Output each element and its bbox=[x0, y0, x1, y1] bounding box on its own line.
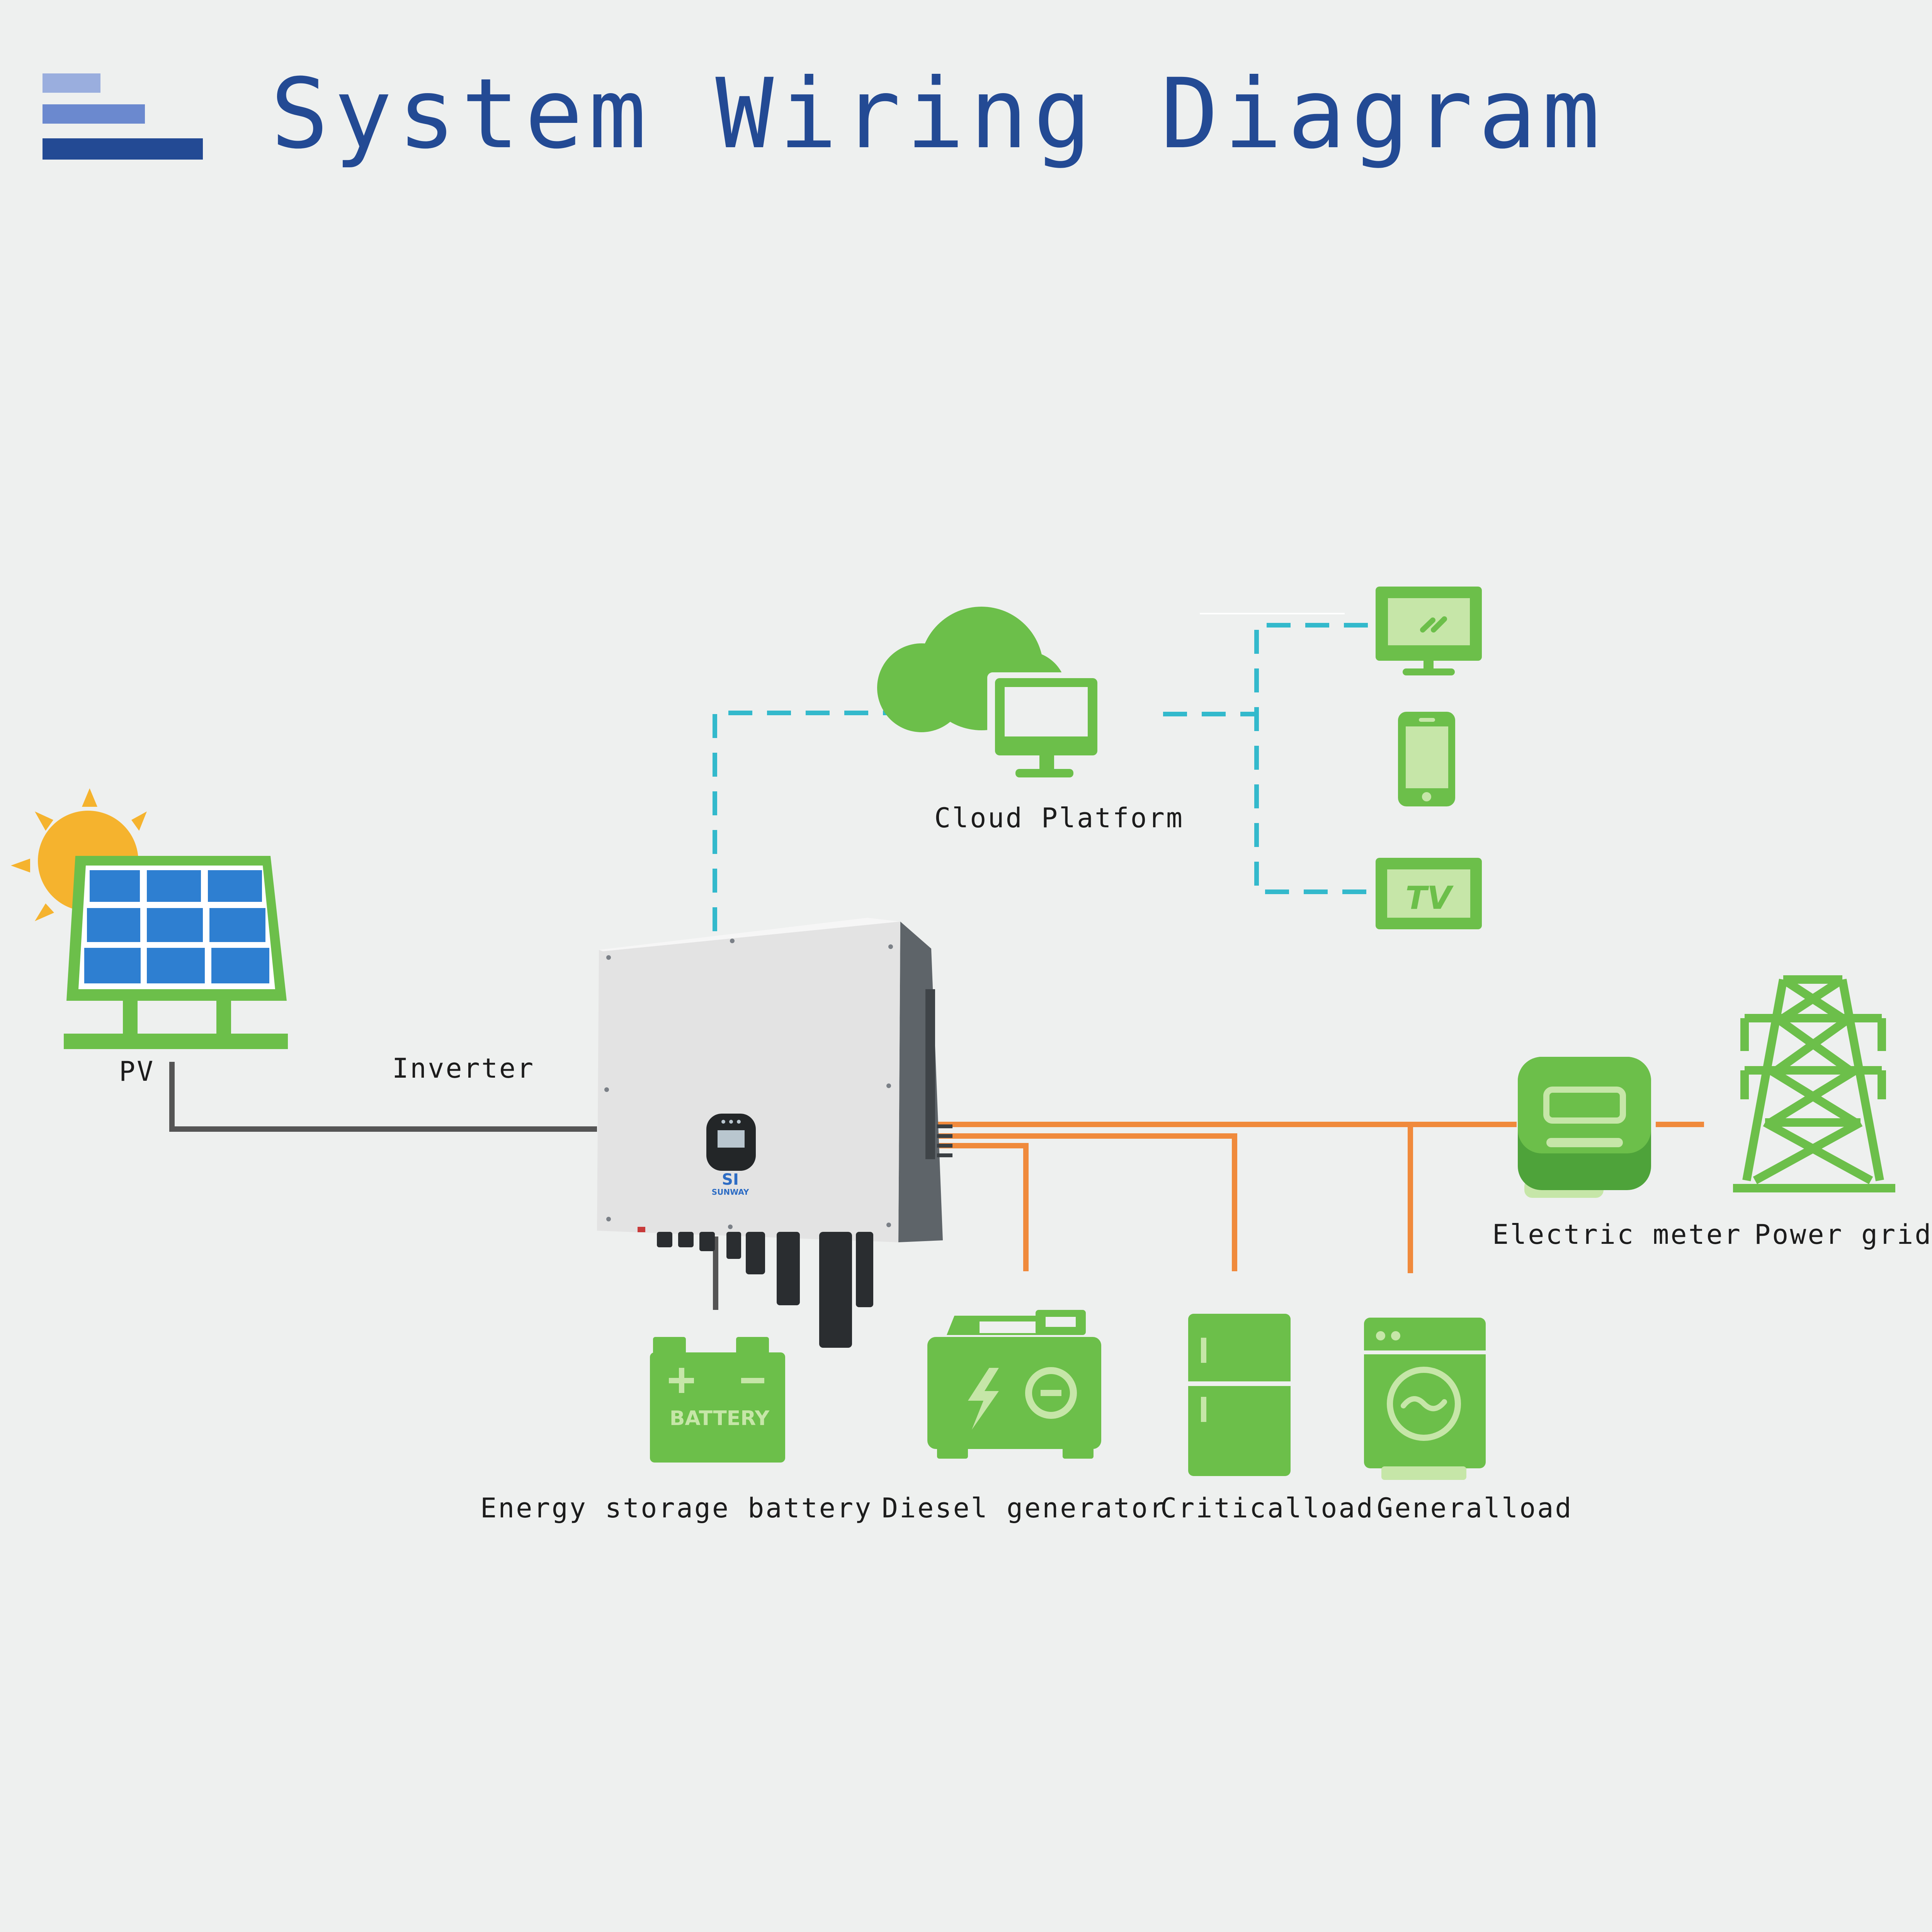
electric-meter-label: Electric meter bbox=[1492, 1219, 1742, 1250]
battery-icon-text: BATTERY bbox=[670, 1407, 770, 1430]
title-decoration-icon bbox=[43, 73, 203, 160]
solar-panel-icon bbox=[64, 856, 288, 1049]
cloud-platform-label: Cloud Platform bbox=[934, 802, 1184, 834]
washer-icon bbox=[1364, 1318, 1486, 1480]
inverter-icon: SI SUNWAY bbox=[597, 918, 952, 1348]
fridge-icon bbox=[1188, 1314, 1291, 1476]
brand-name: SUNWAY bbox=[712, 1187, 749, 1197]
battery-label: Energy storage battery bbox=[480, 1492, 873, 1524]
monitor-icon bbox=[1376, 587, 1482, 675]
tv-icon-text: TV bbox=[1405, 880, 1454, 917]
brand-mark: SI bbox=[722, 1171, 739, 1189]
battery-icon: BATTERY bbox=[650, 1337, 785, 1463]
page-title: System Wiring Diagram bbox=[270, 58, 1605, 170]
meter-icon bbox=[1518, 1057, 1651, 1198]
pv-label: PV bbox=[119, 1056, 155, 1087]
critical-load-label: Criticalload bbox=[1160, 1492, 1374, 1524]
desktop-icon bbox=[987, 672, 1101, 777]
ac-wire bbox=[937, 1122, 1704, 1273]
generator-icon bbox=[927, 1310, 1101, 1459]
power-grid-label: Power grid bbox=[1754, 1219, 1932, 1250]
tower-icon bbox=[1733, 975, 1895, 1192]
inverter-label: Inverter bbox=[392, 1053, 535, 1084]
general-load-label: Generalload bbox=[1377, 1492, 1573, 1524]
data-link-wire bbox=[713, 623, 1368, 931]
generator-label: Diesel generator bbox=[882, 1492, 1167, 1524]
dc-wire bbox=[169, 1062, 718, 1310]
tv-icon: TV bbox=[1376, 858, 1482, 929]
phone-icon bbox=[1398, 712, 1455, 806]
